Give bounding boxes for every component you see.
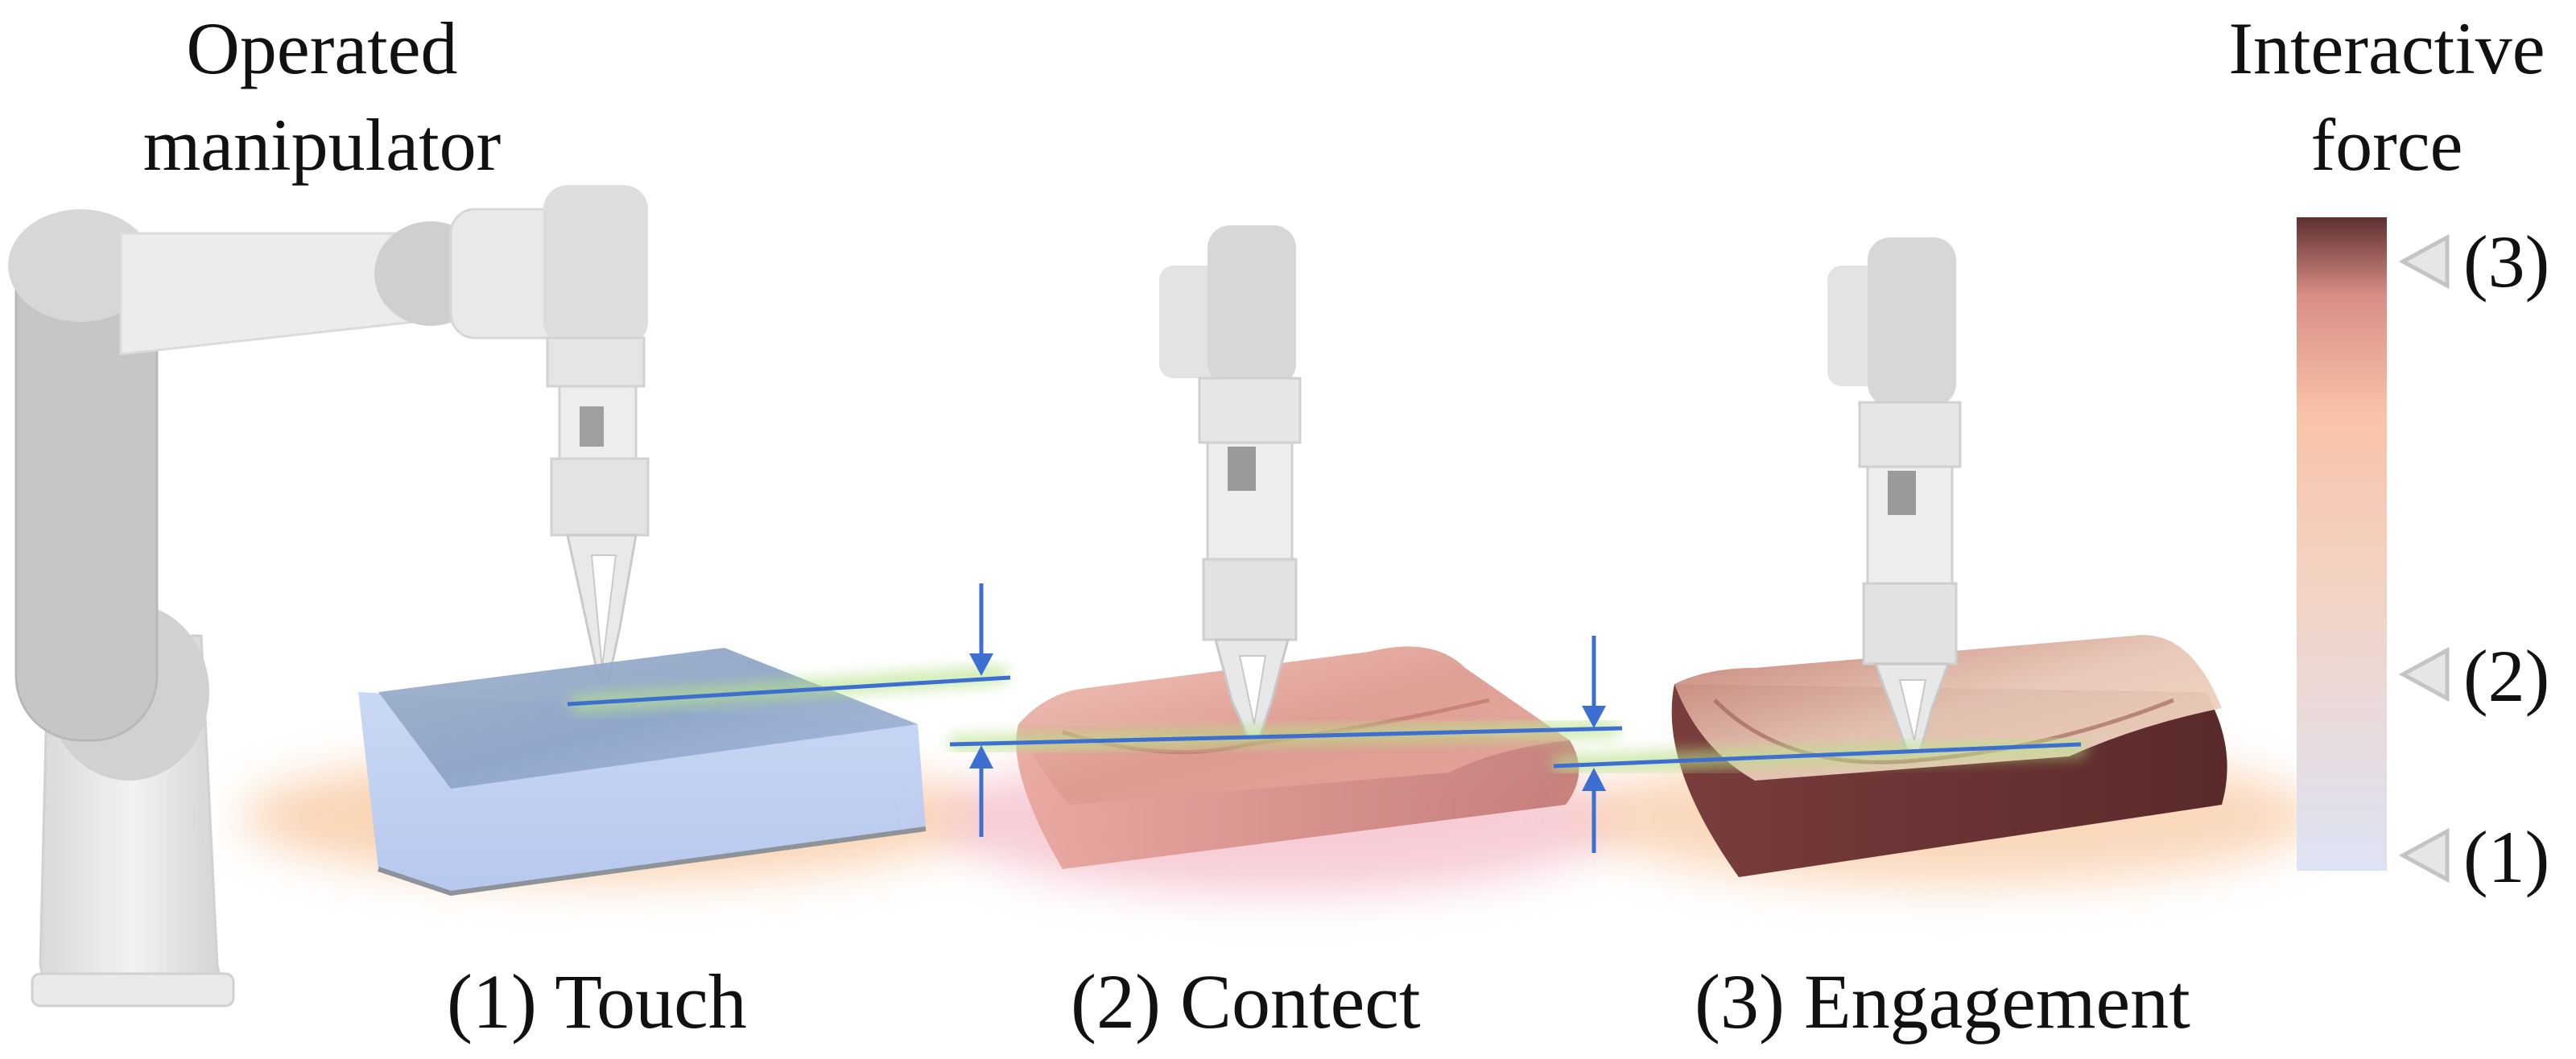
arm-base-foot	[31, 972, 235, 1007]
arrow-1-top-head	[969, 653, 993, 676]
arrow-1-bottom-head	[969, 745, 993, 768]
stage-2-pad-top	[1018, 646, 1570, 805]
level-3-marker	[2398, 233, 2450, 290]
arm-elbow-joint	[8, 209, 153, 322]
level-3-label: (3)	[2463, 220, 2550, 303]
manipulator-title-line2: manipulator	[142, 104, 502, 186]
stage-1-label: (1) Touch	[447, 958, 747, 1046]
level-1-marker	[2398, 827, 2450, 884]
stage-3-name: Engagement	[1803, 958, 2190, 1045]
reference-line-3	[1553, 742, 2082, 768]
arrow-2-top-head	[1582, 706, 1606, 728]
arm-gripper-window	[580, 406, 604, 447]
arm-gripper-gap	[590, 554, 617, 669]
reference-line-1	[567, 675, 1011, 707]
stage-2-label: (2) Contect	[1071, 958, 1421, 1046]
gripper-2-flange	[1198, 377, 1302, 444]
stage-2-gripper	[1159, 225, 1302, 738]
stage-2-name: Contect	[1179, 958, 1421, 1045]
manipulator-arm	[8, 185, 650, 1007]
reference-lines	[567, 675, 2082, 768]
stage-1-number: (1)	[447, 958, 537, 1045]
gripper-2-window	[1228, 447, 1256, 491]
force-title-line1: Interactive	[2228, 7, 2545, 89]
force-colorbar	[2297, 217, 2450, 884]
gripper-2-block	[1202, 558, 1298, 641]
level-2-marker	[2398, 646, 2450, 703]
stage-3-pad	[1578, 635, 2318, 885]
colorbar-gradient	[2297, 217, 2387, 871]
manipulator-title-line1: Operated	[186, 7, 458, 89]
level-1-label: (1)	[2463, 816, 2550, 898]
gripper-3-flange	[1858, 401, 1962, 468]
gripper-2-head	[1208, 225, 1296, 386]
displacement-arrow-1	[969, 583, 993, 837]
level-2-label: (2)	[2463, 635, 2550, 717]
gripper-3-gap	[1898, 679, 1927, 741]
stage-3-gripper	[1827, 237, 1962, 754]
gripper-2-gap	[1238, 655, 1267, 725]
arm-flange	[546, 336, 646, 388]
gripper-3-block	[1862, 582, 1958, 665]
force-title-line2: force	[2310, 104, 2463, 186]
arm-head	[543, 185, 648, 346]
arm-gripper-block	[550, 457, 650, 537]
stage-3-label: (3) Engagement	[1695, 958, 2190, 1046]
reference-line-2	[949, 726, 1623, 747]
stage-1-pad-edge	[378, 826, 927, 896]
gripper-3-head	[1868, 237, 1956, 406]
gripper-3-window	[1888, 471, 1916, 515]
stage-1-name: Touch	[555, 958, 747, 1045]
stage-2-number: (2)	[1071, 958, 1161, 1045]
stage-3-pad-top	[1674, 635, 2222, 781]
stage-3-number: (3)	[1695, 958, 1785, 1045]
displacement-arrow-2	[1582, 636, 1606, 853]
stage-2-pad	[942, 646, 1618, 893]
arrow-2-bottom-head	[1582, 768, 1606, 791]
